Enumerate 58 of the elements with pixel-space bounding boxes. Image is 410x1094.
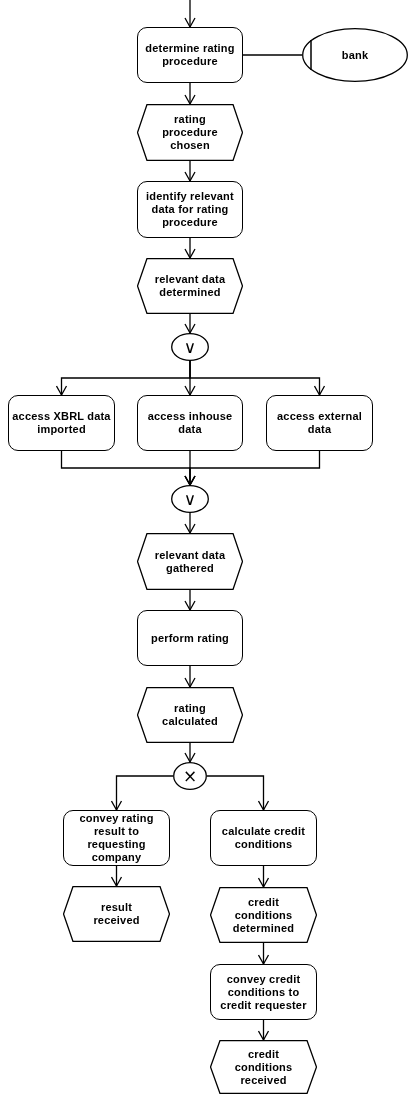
- node-label: access XBRL data imported: [11, 410, 112, 436]
- connector-circle: [173, 762, 207, 790]
- node-label: access external data: [276, 410, 363, 436]
- node-label: access inhouse data: [146, 410, 234, 436]
- function-box: [137, 395, 243, 451]
- arrow: [206, 775, 270, 811]
- function-box: [8, 395, 115, 451]
- function-box: [210, 810, 317, 866]
- operator-symbol: ×: [182, 767, 198, 785]
- node-label: perform rating: [151, 631, 229, 645]
- node-label: relevant data gathered: [153, 548, 227, 575]
- node-label: rating calculated: [161, 702, 219, 728]
- function-box: [137, 181, 243, 238]
- arrow: [184, 160, 196, 182]
- node-label: credit conditions received: [233, 1047, 294, 1087]
- org-unit-ellipse: [302, 28, 408, 82]
- function-box: [266, 395, 373, 451]
- connector-line: [242, 54, 303, 56]
- function-box: [137, 610, 243, 666]
- arrow: [257, 942, 270, 965]
- event-hexagon: [137, 533, 243, 590]
- node-label: relevant data determined: [153, 273, 227, 299]
- node-label: credit conditions determined: [231, 895, 296, 935]
- event-hexagon: [137, 104, 243, 161]
- arrow: [184, 82, 196, 105]
- node-label: bank: [341, 48, 369, 62]
- event-hexagon: [137, 258, 243, 314]
- node-label: determine rating procedure: [144, 42, 236, 68]
- arrow: [257, 1019, 270, 1041]
- operator-symbol: ∨: [183, 490, 197, 508]
- function-box: [210, 964, 317, 1020]
- arrow: [184, 450, 321, 486]
- arrow: [110, 775, 174, 811]
- node-label: result received: [92, 901, 141, 927]
- node-label: rating procedure chosen: [161, 113, 219, 152]
- arrow: [257, 865, 270, 888]
- function-box: [63, 810, 170, 866]
- connector-circle: [171, 333, 209, 361]
- arrow: [189, 360, 326, 396]
- arrow: [184, 589, 196, 611]
- arrow: [184, 313, 196, 334]
- arrow: [184, 742, 196, 763]
- node-label: convey rating result to requesting company: [78, 812, 155, 864]
- operator-symbol: ∨: [183, 338, 197, 356]
- event-hexagon: [63, 886, 170, 942]
- arrow: [184, 512, 196, 534]
- arrow: [110, 865, 123, 887]
- node-label: identify relevant data for rating procedure: [145, 190, 235, 229]
- arrow: [184, 0, 196, 28]
- event-hexagon: [210, 887, 317, 943]
- arrow: [184, 237, 196, 259]
- event-hexagon: [210, 1040, 317, 1094]
- node-label: calculate credit conditions: [220, 825, 307, 851]
- connector-circle: [171, 485, 209, 513]
- event-hexagon: [137, 687, 243, 743]
- function-box: [137, 27, 243, 83]
- arrow: [184, 665, 196, 688]
- node-label: convey credit conditions to credit requester: [219, 972, 308, 1012]
